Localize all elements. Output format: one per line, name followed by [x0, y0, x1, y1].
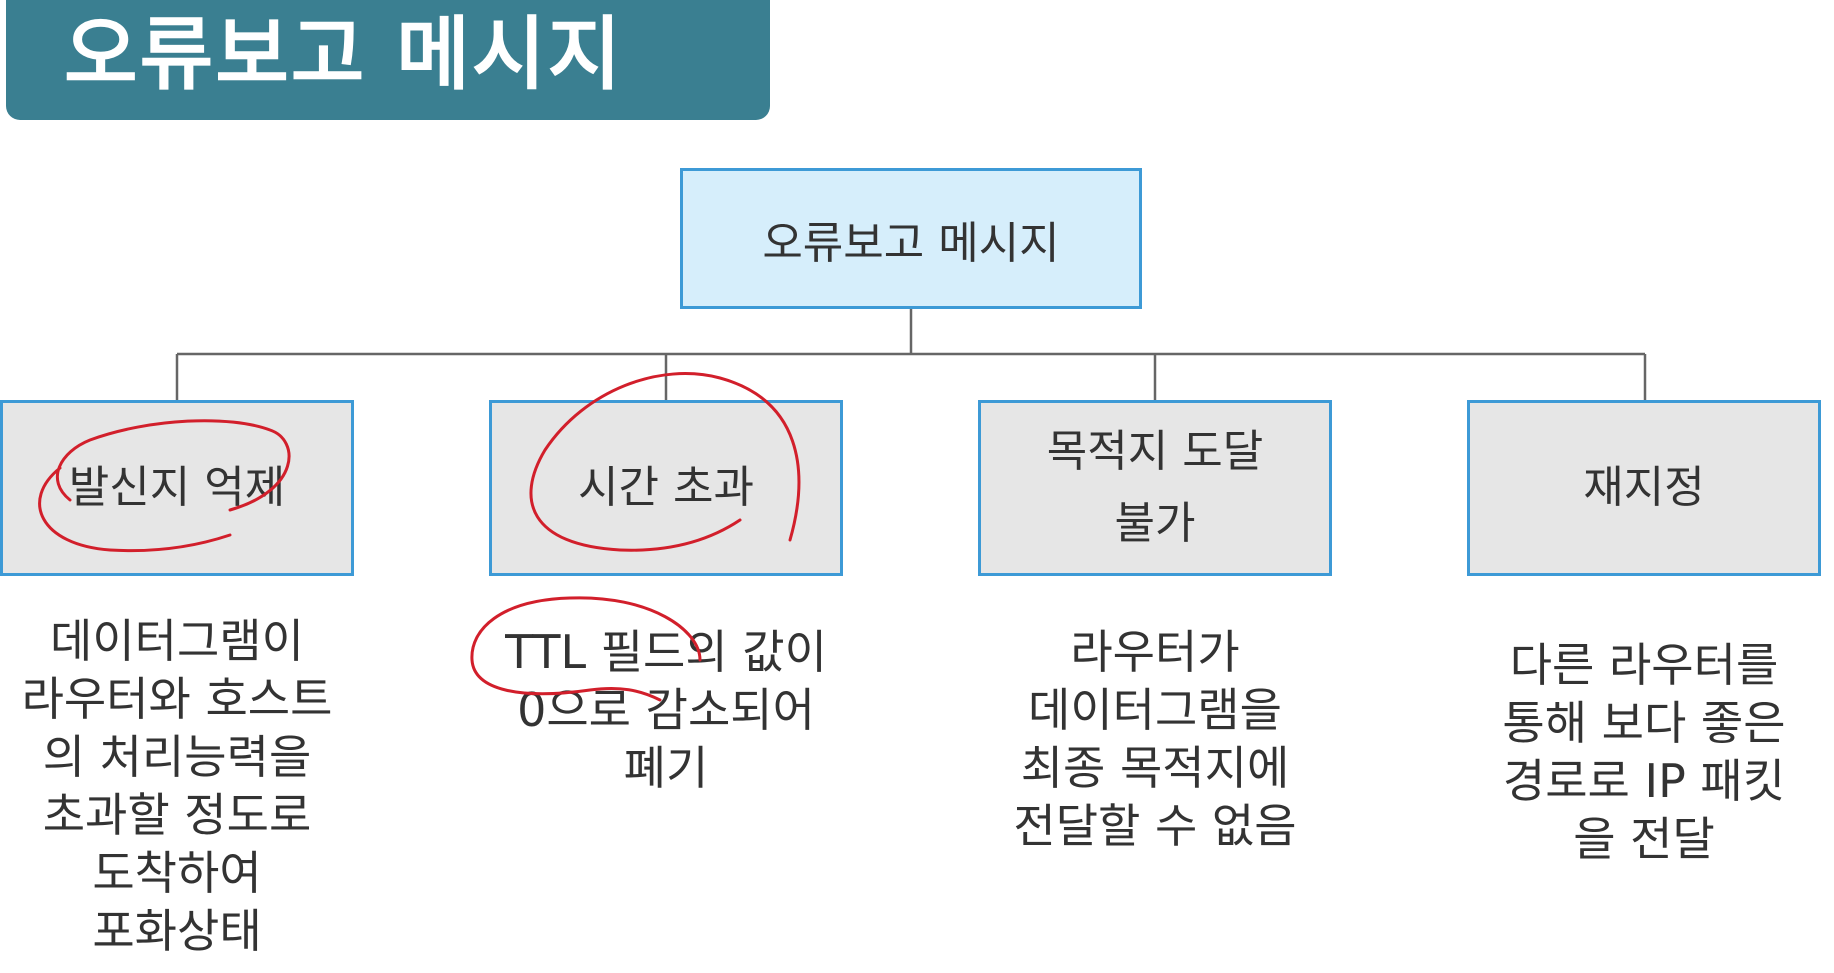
child-desc-3: 라우터가 데이터그램을 최종 목적지에 전달할 수 없음: [1013, 625, 1297, 853]
title-banner: 오류보고 메시지: [6, 0, 770, 120]
root-node: 오류보고 메시지: [680, 168, 1142, 309]
child-desc-1: 데이터그램이 라우터와 호스트 의 처리능력을 초과할 정도로 도착하여 포화상…: [21, 614, 333, 958]
annotation-circle-3: [470, 596, 702, 702]
child-node-4: 재지정: [1467, 400, 1821, 576]
annotation-circle-1: [38, 419, 291, 553]
child-desc-4: 다른 라우터를 통해 보다 좋은 경로로 IP 패킷 을 전달: [1502, 638, 1786, 866]
child-node-3: 목적지 도달 불가: [978, 400, 1332, 576]
annotation-circle-2: [529, 372, 801, 552]
